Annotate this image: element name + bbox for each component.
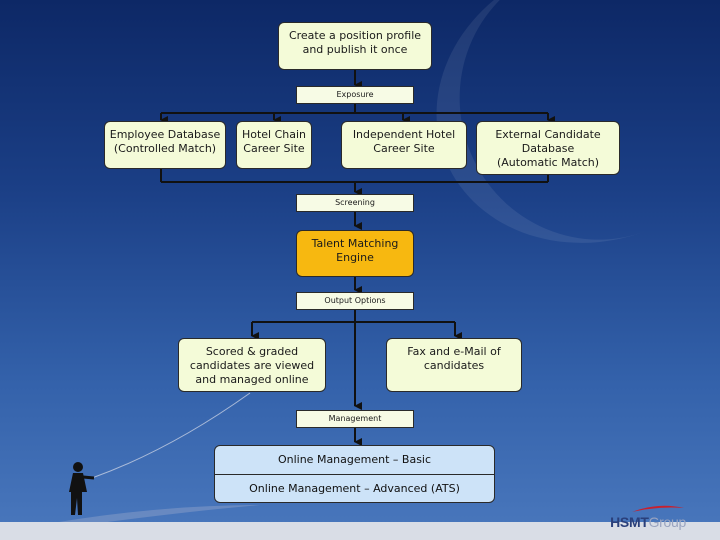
fisherman-silhouette xyxy=(69,462,95,515)
output-fax-email: Fax and e-Mail of candidates xyxy=(386,338,522,392)
output-scored-candidates: Scored & graded candidates are viewed an… xyxy=(178,338,326,392)
create-profile-box: Create a position profile and publish it… xyxy=(278,22,432,70)
source-external-candidate-database: External Candidate Database (Automatic M… xyxy=(476,121,620,175)
management-advanced-ats: Online Management – Advanced (ATS) xyxy=(215,474,494,503)
hsmt-group-logo: HSMTGroup xyxy=(610,514,686,530)
logo-sub-text: Group xyxy=(648,514,687,530)
management-label: Management xyxy=(296,410,414,428)
management-basic: Online Management – Basic xyxy=(277,453,432,466)
output-options-label: Output Options xyxy=(296,292,414,310)
screening-label: Screening xyxy=(296,194,414,212)
source-hotel-chain-career-site: Hotel Chain Career Site xyxy=(236,121,312,169)
source-employee-database: Employee Database (Controlled Match) xyxy=(104,121,226,169)
hsmt-logo-swoosh-icon xyxy=(632,505,684,512)
source-independent-hotel-career-site: Independent Hotel Career Site xyxy=(341,121,467,169)
talent-matching-engine: Talent Matching Engine xyxy=(296,230,414,277)
exposure-label: Exposure xyxy=(296,86,414,104)
logo-main-text: HSMT xyxy=(610,514,649,530)
ground-strip xyxy=(0,522,720,540)
management-options: Online Management – Basic Online Managem… xyxy=(214,445,495,503)
